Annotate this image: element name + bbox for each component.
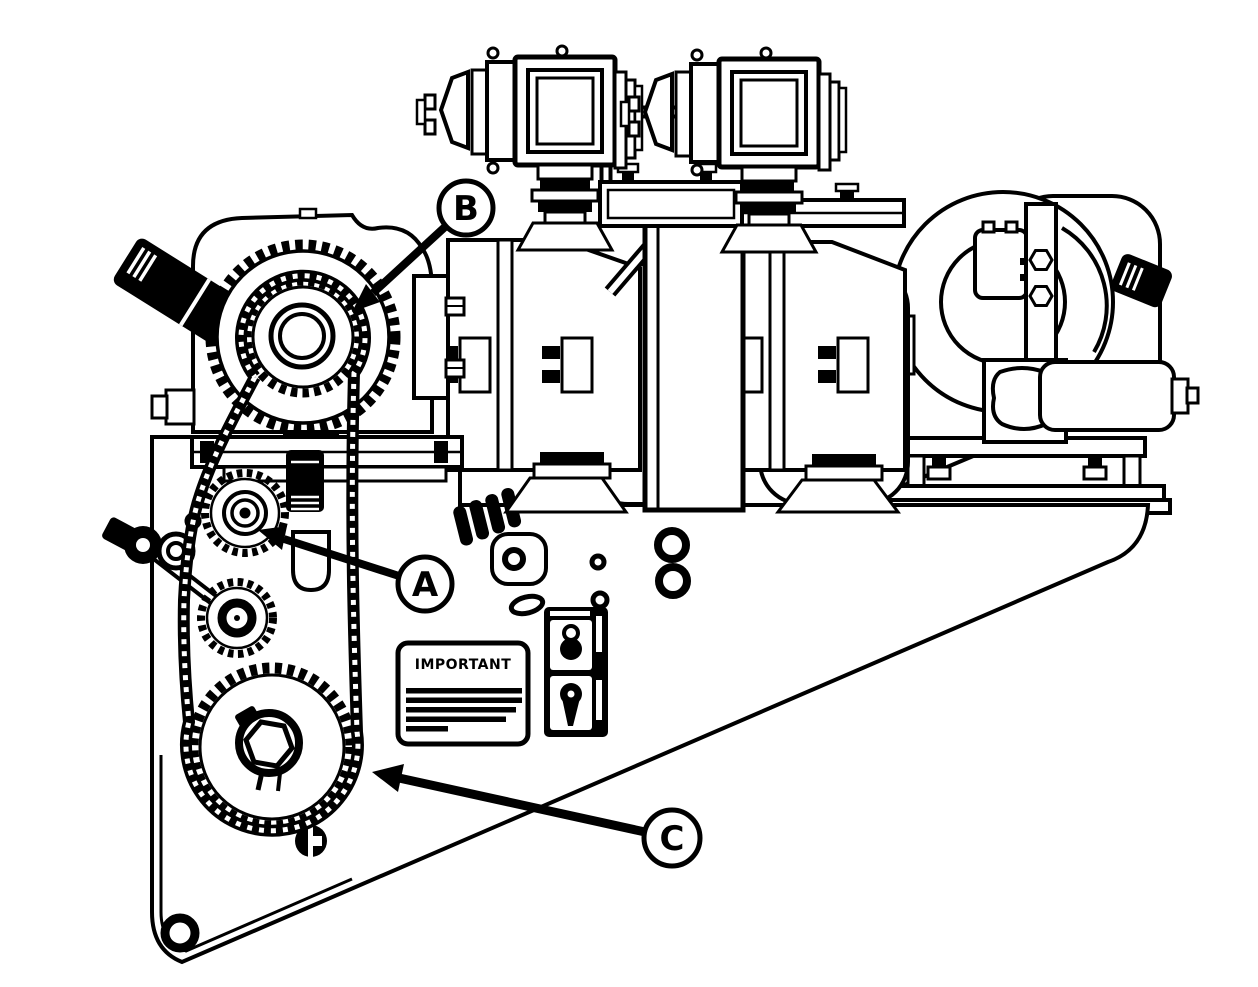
callout-c: C: [372, 764, 703, 869]
drive-chain: [177, 269, 371, 837]
hex-nut: [243, 719, 295, 769]
handle: [113, 238, 239, 343]
center-column: [642, 213, 746, 513]
plate-tab: [490, 532, 548, 586]
callout-c-letter: C: [660, 819, 685, 859]
bolt-hole: [160, 913, 200, 953]
callout-b-letter: B: [453, 189, 479, 229]
cylinder-tower-right: [712, 240, 910, 514]
callout-b: B: [352, 178, 496, 312]
important-label-title: IMPORTANT: [415, 657, 512, 673]
hex-bolt: [1028, 285, 1054, 307]
callout-b-arrow: [370, 223, 449, 296]
plate-hole-small: [589, 553, 607, 571]
important-label: IMPORTANT: [395, 640, 531, 747]
plate-slot: [508, 593, 546, 617]
plate-hole: [655, 563, 691, 599]
ribbed-knob: [1111, 254, 1172, 308]
safety-decal: [544, 607, 608, 737]
callout-a-arrow: [282, 535, 401, 580]
callout-a-letter: A: [412, 565, 439, 605]
hex-bolt: [1028, 249, 1054, 271]
mount-box: [973, 228, 1029, 300]
callout-a: A: [258, 526, 455, 614]
crank-sprocket-c: [187, 662, 357, 832]
lower-idler-sprocket: [197, 578, 277, 658]
plate-hole: [654, 527, 690, 563]
muffler: [1038, 360, 1176, 432]
callout-c-arrow: [398, 773, 646, 837]
important-label-body: [406, 688, 522, 732]
